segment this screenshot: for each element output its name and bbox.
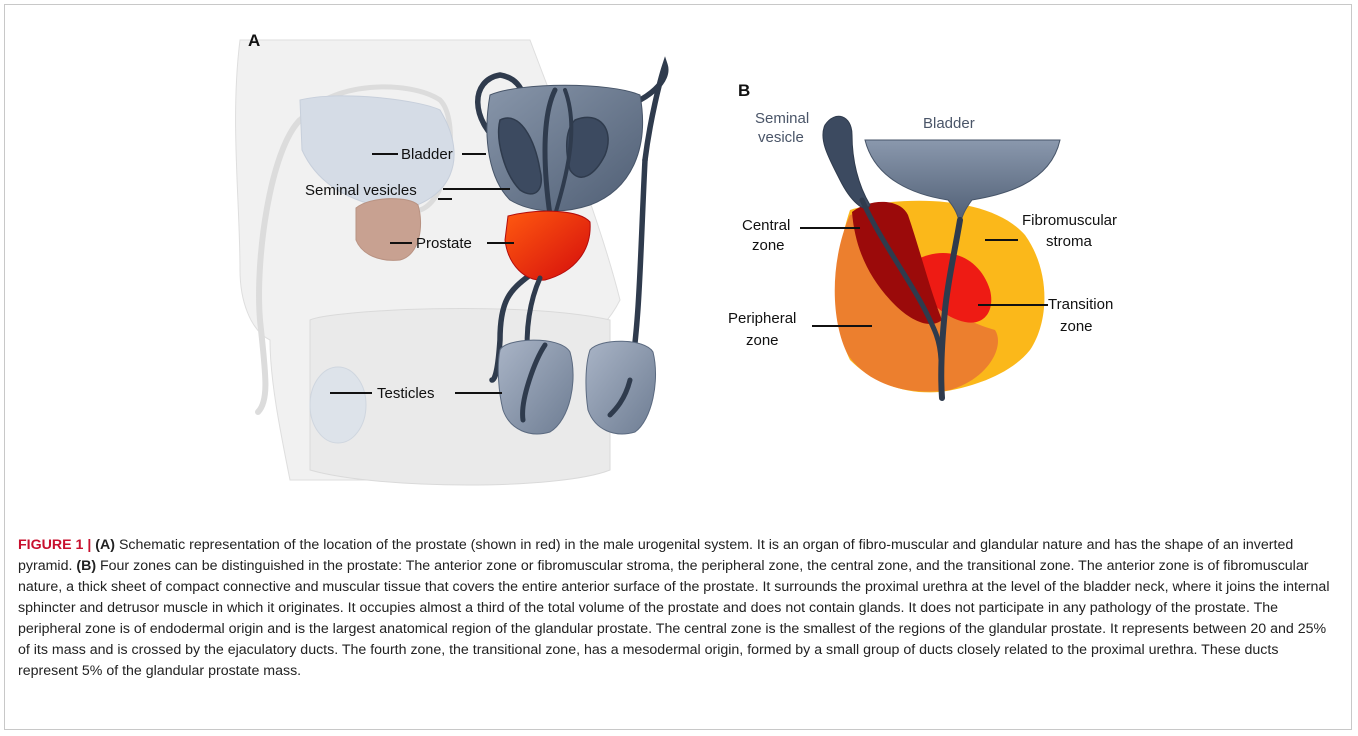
- label-testicles: Testicles: [377, 385, 435, 402]
- caption-a-marker: (A): [95, 537, 115, 553]
- label-seminal-vesicles: Seminal vesicles: [305, 182, 417, 199]
- panel-b-letter: B: [738, 81, 750, 100]
- faint-prostate: [356, 199, 421, 261]
- label-fibromuscular-line1: Fibromuscular: [1022, 212, 1117, 229]
- label-transition-zone-line2: zone: [1060, 318, 1093, 335]
- label-bladder-b: Bladder: [923, 115, 975, 132]
- label-central-zone-line2: zone: [752, 237, 785, 254]
- testicle-right: [586, 341, 656, 434]
- label-peripheral-zone-line2: zone: [746, 332, 779, 349]
- label-fibromuscular-line2: stroma: [1046, 233, 1093, 250]
- label-central-zone-line1: Central: [742, 217, 790, 234]
- testicle-left: [498, 340, 573, 434]
- seminal-vesicle-b: [823, 116, 870, 208]
- label-seminal-vesicle-line2: vesicle: [758, 129, 804, 146]
- label-transition-zone-line1: Transition: [1048, 296, 1113, 313]
- panel-b: B Seminal vesicle Bladder Central zone F…: [728, 81, 1117, 398]
- panel-a-letter: A: [248, 31, 260, 50]
- caption-b-marker: (B): [76, 558, 96, 574]
- panel-a: A Bladder Seminal vesicles Prostate Test…: [236, 31, 666, 485]
- figure-number: FIGURE 1 |: [18, 537, 91, 553]
- label-bladder: Bladder: [401, 146, 453, 163]
- caption-b-text: Four zones can be distinguished in the p…: [18, 558, 1329, 679]
- label-peripheral-zone-line1: Peripheral: [728, 310, 796, 327]
- figure-illustration: A Bladder Seminal vesicles Prostate Test…: [0, 0, 1358, 520]
- figure-caption: FIGURE 1 | (A) Schematic representation …: [18, 535, 1340, 682]
- label-prostate: Prostate: [416, 235, 472, 252]
- faint-testicle: [310, 367, 366, 443]
- label-seminal-vesicle-line1: Seminal: [755, 110, 809, 127]
